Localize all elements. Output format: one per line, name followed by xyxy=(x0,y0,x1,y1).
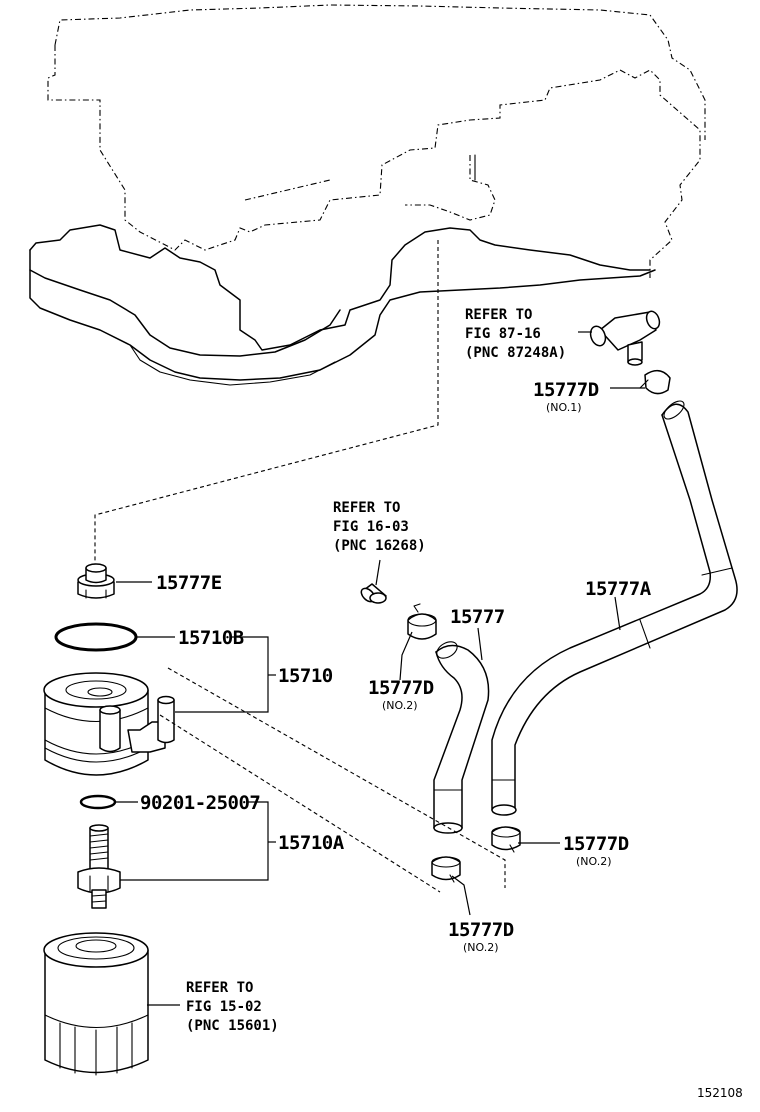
ref-87-16-line1: REFER TO xyxy=(465,307,532,323)
ref-16-03-line3: (PNC 16268) xyxy=(333,538,426,554)
reference-fig-87-16: REFER TO FIG 87-16 (PNC 87248A) xyxy=(465,307,566,361)
reference-fig-16-03: REFER TO FIG 16-03 (PNC 16268) xyxy=(333,500,426,554)
label-15710a: 15710A xyxy=(278,832,345,854)
label-15777: 15777 xyxy=(450,606,505,628)
oil-cooler-15710 xyxy=(43,672,175,776)
ref-16-03-line2: FIG 16-03 xyxy=(333,519,409,535)
ref-87-16-line3: (PNC 87248A) xyxy=(465,345,566,361)
gasket-90201-25007 xyxy=(79,794,117,810)
note-no2-upper: (NO.2) xyxy=(382,699,418,712)
hose-clamp-no2-upper xyxy=(407,603,437,640)
label-15777a: 15777A xyxy=(585,578,652,600)
ref-16-03-line1: REFER TO xyxy=(333,500,400,516)
note-no2-right: (NO.2) xyxy=(576,855,612,868)
label-15710b: 15710B xyxy=(178,627,244,649)
note-no1: (NO.1) xyxy=(546,401,582,414)
label-15777d-no1: 15777D xyxy=(533,379,599,401)
label-15777d-no2-right: 15777D xyxy=(563,833,629,855)
assembly-lines xyxy=(159,667,506,893)
hose-15777a xyxy=(491,400,738,816)
connector-fig-16-03 xyxy=(360,583,387,604)
union-bolt-15710a xyxy=(77,824,121,909)
hose-clamp-no2-lower xyxy=(431,856,461,883)
label-15777d-no2-upper: 15777D xyxy=(368,677,434,699)
ref-87-16-line2: FIG 87-16 xyxy=(465,326,541,342)
o-ring-15710b xyxy=(54,622,138,652)
note-no2-lower: (NO.2) xyxy=(463,941,499,954)
label-15777e: 15777E xyxy=(156,572,222,594)
label-15777d-no2-lower: 15777D xyxy=(448,919,514,941)
connector-fig-87-16 xyxy=(589,310,661,366)
part-labels: 15777E 15710B 15710 90201-25007 15710A 1… xyxy=(140,379,652,954)
ref-15-02-line3: (PNC 15601) xyxy=(186,1018,279,1034)
figure-number: 152108 xyxy=(697,1086,743,1100)
ref-15-02-line1: REFER TO xyxy=(186,980,253,996)
plug-15777e xyxy=(77,563,115,599)
label-90201-25007: 90201-25007 xyxy=(140,792,260,814)
hose-15777 xyxy=(433,641,490,834)
oil-filter xyxy=(43,932,149,1076)
hose-clamp-no1 xyxy=(639,369,671,395)
hose-clamp-no2-right xyxy=(491,826,521,853)
leader-lines xyxy=(116,331,645,1006)
label-15710: 15710 xyxy=(278,665,333,687)
ref-15-02-line2: FIG 15-02 xyxy=(186,999,262,1015)
engine-oil-pan-phantom xyxy=(29,4,706,565)
reference-fig-15-02: REFER TO FIG 15-02 (PNC 15601) xyxy=(186,980,279,1034)
